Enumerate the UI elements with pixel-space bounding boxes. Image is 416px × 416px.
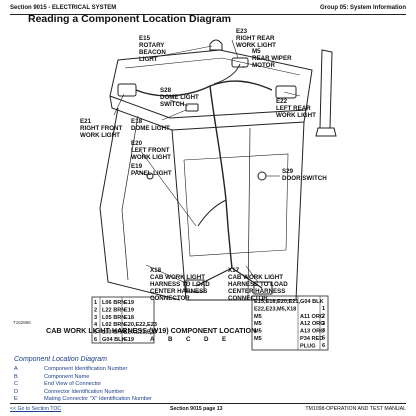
callout-x17: X17 CAB WORK LIGHT HARNESS TO LOAD CENTE… bbox=[228, 267, 289, 302]
page-header: Section 9015 - ELECTRICAL SYSTEM Group 0… bbox=[10, 4, 406, 15]
table-left-cell: 2 bbox=[94, 307, 97, 313]
connector-x17 bbox=[253, 281, 273, 295]
legend-row: B Component Name bbox=[14, 374, 404, 382]
diagram-letter-d: D bbox=[204, 336, 209, 343]
diagram-letter-b: B bbox=[168, 336, 173, 343]
table-left-cell: 1 bbox=[94, 300, 97, 306]
diagram-letter-c: C bbox=[186, 336, 191, 343]
callout-m5: M5 REAR WIPER MOTOR bbox=[252, 48, 293, 69]
table-left-cell: E19 bbox=[124, 300, 134, 306]
light-e22 bbox=[275, 85, 297, 99]
table-left-cell: E19 bbox=[124, 337, 134, 343]
table-left-cell: E19 bbox=[124, 307, 134, 313]
legend-key: A bbox=[14, 366, 18, 372]
page-title: Reading a Component Location Diagram bbox=[28, 13, 232, 25]
callout-s28: S28 DOME LIGHT SWITCH bbox=[160, 87, 201, 108]
header-section: Section 9015 - ELECTRICAL SYSTEM bbox=[10, 5, 117, 11]
legend-key: C bbox=[14, 381, 19, 388]
connector-table-right bbox=[251, 295, 329, 351]
table-right-cell: M5 bbox=[254, 314, 262, 320]
callout-e19: E19 PANEL LIGHT bbox=[131, 163, 172, 177]
table-left-cell: L06 BRN bbox=[102, 300, 125, 306]
table-right-cell: M5 bbox=[254, 329, 262, 335]
legend-key: D bbox=[14, 388, 19, 395]
table-left-cell: 3 bbox=[94, 315, 97, 321]
diagram-letter-e: E bbox=[222, 336, 226, 343]
table-right-cell: E15,E18,E20,E21, bbox=[254, 299, 300, 305]
legend-row: E Mating Connector "X" Identification Nu… bbox=[14, 396, 404, 404]
callout-x18: X18 CAB WORK LIGHT HARNESS TO LOAD CENTE… bbox=[150, 267, 211, 302]
diagram-letter-a: A bbox=[150, 336, 155, 343]
switch-s29 bbox=[257, 171, 267, 181]
light-e23 bbox=[231, 57, 249, 68]
legend-title: Component Location Diagram bbox=[14, 356, 107, 363]
table-right-cell: P34 RED bbox=[300, 336, 323, 342]
connector-table-left bbox=[91, 296, 155, 344]
legend-row: D Connector Identification Number bbox=[14, 389, 404, 397]
table-left-cell: E18 bbox=[124, 315, 134, 321]
callout-labels: E15 ROTARY BEACON LIGHT E23 RIGHT REAR W… bbox=[80, 28, 327, 302]
table-left-cell: G04 BLK bbox=[102, 337, 126, 343]
diagram-letters: A B C D E bbox=[150, 336, 226, 343]
callout-e21: E21 RIGHT FRONT WORK LIGHT bbox=[80, 118, 124, 139]
callout-e22: E22 LEFT REAR WORK LIGHT bbox=[276, 98, 316, 119]
callout-e20: E20 LEFT FRONT WORK LIGHT bbox=[131, 140, 171, 161]
table-left-cell: L22 BRN bbox=[102, 307, 125, 313]
legend-text[interactable]: Component Name bbox=[44, 373, 90, 380]
table-left-cell: 5 bbox=[94, 330, 97, 336]
legend-key: B bbox=[14, 373, 18, 380]
callout-e18: E18 DOME LIGHT bbox=[131, 118, 170, 132]
table-left-cell: 6 bbox=[94, 337, 97, 343]
light-e18 bbox=[185, 103, 199, 112]
beacon-e15 bbox=[209, 39, 223, 51]
legend-text[interactable]: Component Identification Number bbox=[44, 366, 128, 372]
legend-text[interactable]: End View of Connector bbox=[44, 381, 102, 388]
table-left-cell: 4 bbox=[94, 322, 98, 328]
legend-text[interactable]: Mating Connector "X" Identification Numb… bbox=[44, 396, 152, 403]
table-right-cell: A13 ORG bbox=[300, 329, 325, 335]
cab-outline bbox=[99, 39, 337, 301]
table-right-pin: 3 bbox=[322, 321, 325, 327]
table-left-cell: L02 BRN bbox=[102, 322, 125, 328]
page-footer: << Go to Section TOC Section 9015 page 1… bbox=[10, 403, 406, 413]
table-right-cell: G04 BLK bbox=[300, 299, 324, 305]
table-right-cell: PLUG bbox=[300, 343, 316, 349]
table-right-pin: 1 bbox=[322, 306, 325, 312]
table-right-pin: 5 bbox=[322, 336, 325, 342]
legend-text[interactable]: Connector Identification Number bbox=[44, 388, 125, 395]
callout-leaders bbox=[113, 39, 301, 285]
callout-e23: E23 RIGHT REAR WORK LIGHT bbox=[236, 28, 276, 49]
table-left-cell: L05 BRN bbox=[102, 315, 125, 321]
legend: Component Location Diagram A Component I… bbox=[14, 356, 404, 404]
footer-page: Section 9015 page 13 bbox=[170, 406, 223, 412]
table-right-pin: 6 bbox=[322, 343, 325, 349]
connector-x18 bbox=[185, 279, 205, 293]
figure-caption: CAB WORK LIGHT HARNESS (W19) COMPONENT L… bbox=[46, 326, 257, 335]
light-e21 bbox=[117, 83, 137, 97]
table-right-cell: E22,E23,M5,X18 bbox=[254, 306, 296, 312]
footer-manual: TM1098-OPERATION AND TEST MANUAL bbox=[305, 406, 406, 412]
table-right-cell: M5 bbox=[254, 321, 262, 327]
image-code: T162866 bbox=[13, 320, 31, 325]
table-right-pin: 4 bbox=[322, 328, 326, 334]
legend-key: E bbox=[14, 396, 18, 403]
legend-row: C End View of Connector bbox=[14, 381, 404, 389]
legend-row: A Component Identification Number bbox=[14, 366, 404, 374]
table-left-cell: E20,E22,E23 bbox=[124, 322, 157, 328]
table-right-cell: A12 ORG bbox=[300, 321, 325, 327]
light-e19 bbox=[146, 172, 154, 180]
table-right-cell: A11 ORG bbox=[300, 314, 324, 320]
table-left-cell: L03 BRN bbox=[102, 330, 125, 336]
table-right-pin: 2 bbox=[322, 313, 325, 319]
section-toc-link[interactable]: << Go to Section TOC bbox=[10, 406, 62, 412]
table-left-cell: E20,E22,E23 bbox=[124, 330, 157, 336]
callout-s29: S29 DOOR SWITCH bbox=[282, 168, 327, 182]
table-right-cell: M5 bbox=[254, 336, 262, 342]
header-group: Group 05: System Information bbox=[319, 5, 406, 11]
callout-e15: E15 ROTARY BEACON LIGHT bbox=[139, 35, 168, 63]
